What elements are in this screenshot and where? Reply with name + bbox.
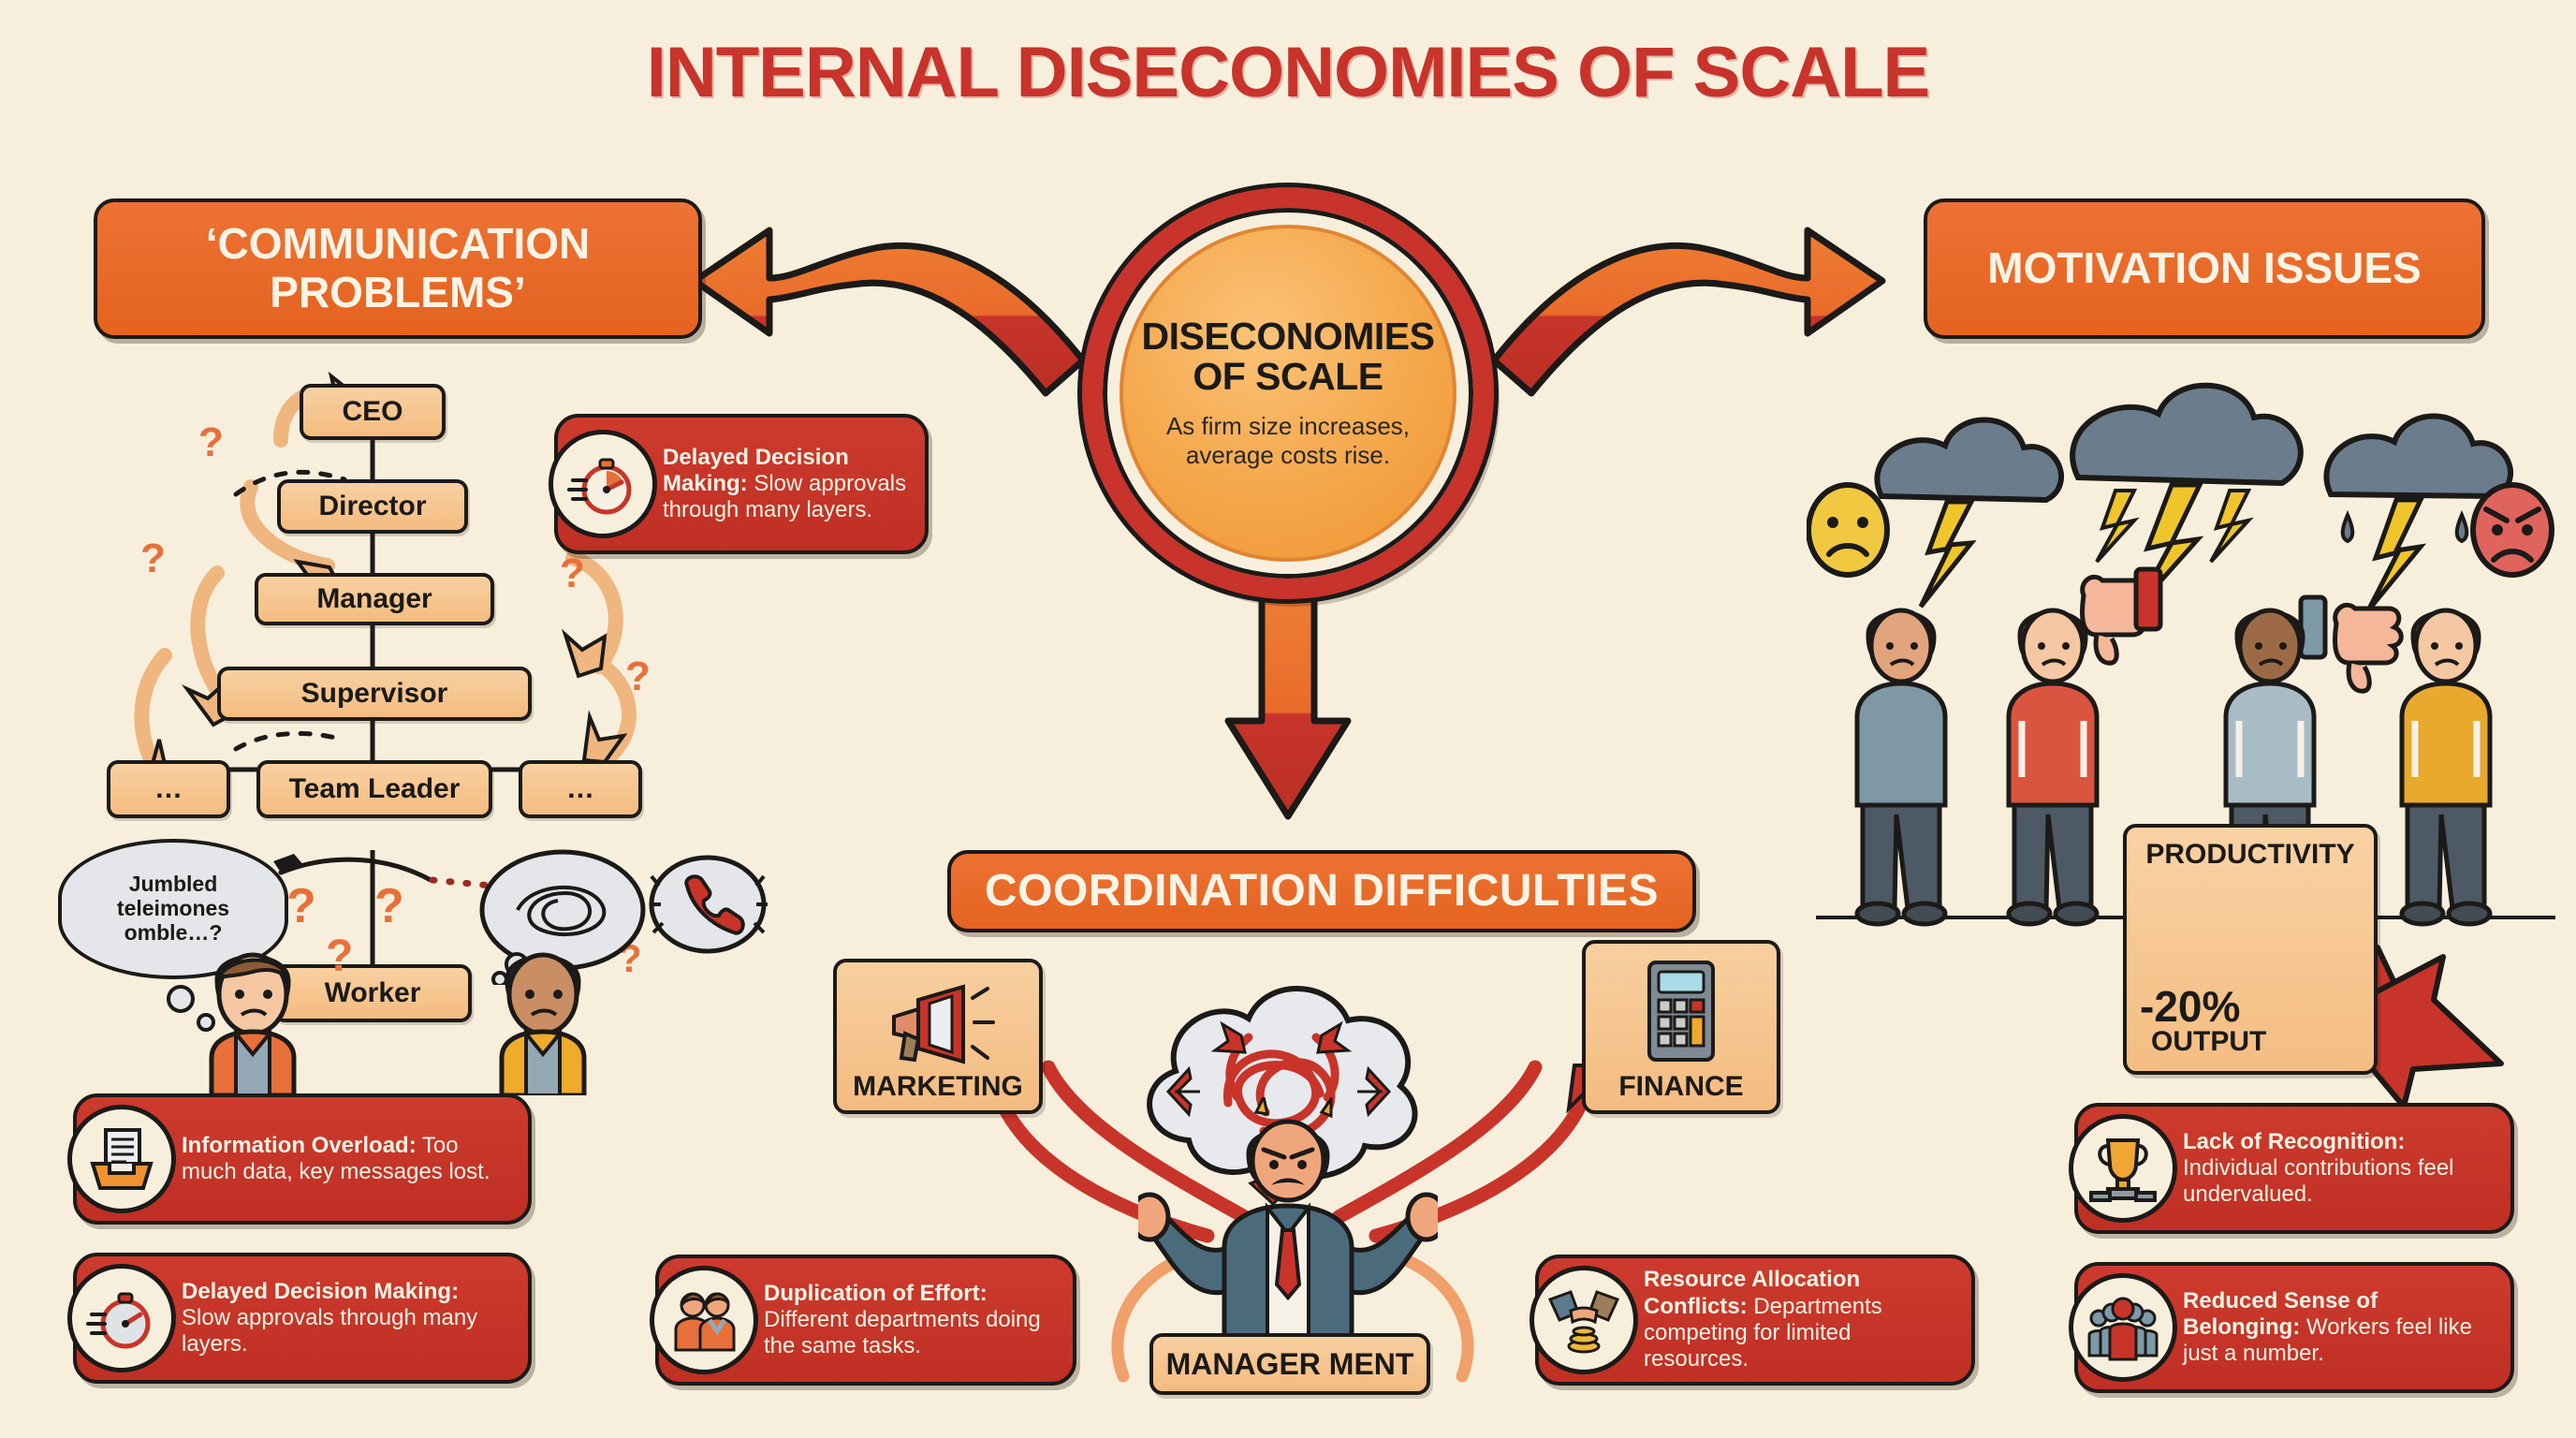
callout-heading: Delayed Decision Making: — [663, 444, 849, 496]
stopwatch-icon — [67, 1264, 176, 1372]
card-heading: Lack of Recognition: — [2183, 1128, 2406, 1154]
worker-avatar-2 — [2006, 608, 2100, 927]
card-reduced-sense-of-belonging[interactable]: Reduced Sense of Belonging: Workers feel… — [2069, 1262, 2514, 1393]
department-label: FINANCE — [1618, 1071, 1744, 1102]
card-heading: Information Overload: — [182, 1132, 417, 1158]
calculator-icon — [1647, 961, 1715, 1062]
card-resource-allocation-conflicts[interactable]: Resource Allocation Conflicts: Departmen… — [1530, 1255, 1975, 1386]
lost-message-arrowhead — [273, 854, 305, 873]
question-mark-icon: ? — [374, 879, 404, 933]
lost-message-curve — [278, 857, 433, 883]
card-heading: Delayed Decision Making: — [182, 1278, 460, 1304]
storm-cloud-lightning-icon — [1874, 417, 2064, 609]
branch-header-coordination[interactable]: COORDINATION DIFFICULTIES — [947, 850, 1696, 932]
productivity-unit: OUTPUT — [2151, 1026, 2267, 1057]
card-delayed-decision-making[interactable]: Delayed Decision Making: Slow approvals … — [67, 1253, 532, 1384]
page-title: INTERNAL DISECONOMIES OF SCALE — [646, 33, 1930, 112]
stopwatch-icon — [549, 430, 657, 538]
department-box-marketing[interactable]: MARKETING — [833, 959, 1043, 1114]
hierarchy-box-ellipsis-right[interactable]: … — [519, 760, 642, 818]
card-text: Delayed Decision Making: Slow approvals … — [182, 1279, 513, 1358]
card-body: Slow approvals through many layers. — [182, 1304, 478, 1357]
productivity-title: PRODUCTIVITY — [2145, 839, 2355, 870]
angry-face-icon — [2470, 482, 2554, 578]
rain-cloud-lightning-icon — [2323, 413, 2513, 612]
hierarchy-box-supervisor[interactable]: Supervisor — [217, 667, 532, 721]
question-mark-icon: ? — [198, 419, 224, 465]
megaphone-icon — [892, 984, 995, 1064]
productivity-decline-box: PRODUCTIVITY -20% OUTPUT — [2123, 824, 2378, 1075]
inbox-document-icon — [67, 1105, 176, 1213]
confused-worker-avatar — [209, 952, 297, 1095]
branch-header-motivation[interactable]: MOTIVATION ISSUES — [1924, 198, 2485, 339]
card-body: Individual contributions feel undervalue… — [2183, 1154, 2454, 1208]
card-heading: Resource Allocation Conflicts: — [1644, 1267, 1861, 1319]
hierarchy-box-worker[interactable]: Worker — [273, 964, 472, 1022]
tangled-arrows-cloud-icon — [1147, 986, 1418, 1207]
card-text: Resource Allocation Conflicts: Departmen… — [1644, 1267, 1956, 1372]
hierarchy-box-ellipsis-left[interactable]: … — [107, 760, 230, 818]
hierarchy-box-team-leader[interactable]: Team Leader — [256, 760, 492, 818]
branch-header-communication[interactable]: ‘COMMUNICATION PROBLEMS’ — [94, 198, 702, 339]
crowd-people-icon — [2069, 1273, 2177, 1382]
core-inner-disc: DISECONOMIES OF SCALE As firm size incre… — [1120, 225, 1456, 562]
core-concept-circle: DISECONOMIES OF SCALE As firm size incre… — [1082, 187, 1494, 599]
card-text: Reduced Sense of Belonging: Workers feel… — [2183, 1288, 2496, 1368]
core-title-line1: DISECONOMIES — [1141, 315, 1435, 359]
trophy-podium-icon — [2069, 1114, 2177, 1223]
worker-avatar-1 — [1854, 608, 1948, 927]
demotivated-workers-group — [1854, 608, 2493, 927]
card-heading: Reduced Sense of Belonging: — [2183, 1287, 2378, 1340]
productivity-percent: -20% — [2140, 982, 2241, 1031]
ringing-phone-bubble — [649, 855, 768, 954]
question-mark-icon: ? — [560, 550, 585, 596]
core-subtitle: As firm size increases, average costs ri… — [1165, 412, 1411, 470]
card-body: Departments competing for limited resour… — [1644, 1293, 1882, 1372]
two-workers-icon — [650, 1266, 758, 1374]
hierarchy-box-director[interactable]: Director — [277, 479, 468, 534]
card-heading: Duplication of Effort: — [764, 1280, 988, 1306]
question-mark-icon: ? — [286, 879, 316, 933]
callout-text: Delayed Decision Making: Slow approvals … — [663, 445, 910, 524]
hierarchy-box-ceo[interactable]: CEO — [300, 384, 446, 440]
hands-tug-coins-icon — [1530, 1266, 1638, 1374]
worker-avatar-4 — [2399, 608, 2493, 927]
question-mark-icon: ? — [625, 653, 651, 699]
storm-cloud-lightning-icon-2 — [2070, 382, 2304, 610]
card-text: Information Overload: Too much data, key… — [182, 1133, 513, 1186]
thumbs-down-icon-2 — [2298, 594, 2404, 694]
callout-body: Slow approvals through many layers. — [663, 470, 907, 523]
arrow-to-coordination — [1224, 595, 1352, 820]
card-information-overload[interactable]: Information Overload: Too much data, key… — [67, 1093, 532, 1225]
department-label: MARKETING — [853, 1071, 1023, 1102]
department-box-finance[interactable]: FINANCE — [1582, 940, 1780, 1114]
bubble-dot-large — [167, 985, 195, 1013]
arrow-to-motivation — [1490, 227, 1886, 397]
manager-label-box[interactable]: MANAGER MENT — [1149, 1333, 1430, 1395]
thumbs-down-icon — [2080, 566, 2163, 666]
card-body: Workers feel like just a number. — [2183, 1313, 2472, 1367]
callout-delayed-decision[interactable]: Delayed Decision Making: Slow approvals … — [549, 414, 929, 554]
bubble-dot-small — [197, 1013, 215, 1032]
card-text: Lack of Recognition: Individual contribu… — [2183, 1129, 2496, 1209]
sad-face-icon — [1807, 482, 1890, 578]
card-body: Different departments doing the same tas… — [764, 1306, 1041, 1359]
card-duplication-of-effort[interactable]: Duplication of Effort: Different departm… — [650, 1255, 1076, 1386]
card-text: Duplication of Effort: Different departm… — [764, 1281, 1058, 1360]
question-mark-icon: ? — [140, 536, 166, 581]
stressed-manager-illustration — [1138, 1097, 1438, 1341]
arrow-to-communication — [691, 227, 1087, 397]
hierarchy-box-manager[interactable]: Manager — [255, 573, 494, 625]
question-mark-icon: ? — [326, 932, 354, 981]
core-title-line2: OF SCALE — [1193, 355, 1383, 399]
motivation-mood-scene — [1807, 382, 2554, 694]
card-body: Too much data, key messages lost. — [182, 1132, 490, 1184]
core-title: DISECONOMIES OF SCALE — [1142, 316, 1435, 397]
confused-worker-avatar-2 — [499, 952, 587, 1095]
card-lack-of-recognition[interactable]: Lack of Recognition: Individual contribu… — [2069, 1103, 2514, 1234]
